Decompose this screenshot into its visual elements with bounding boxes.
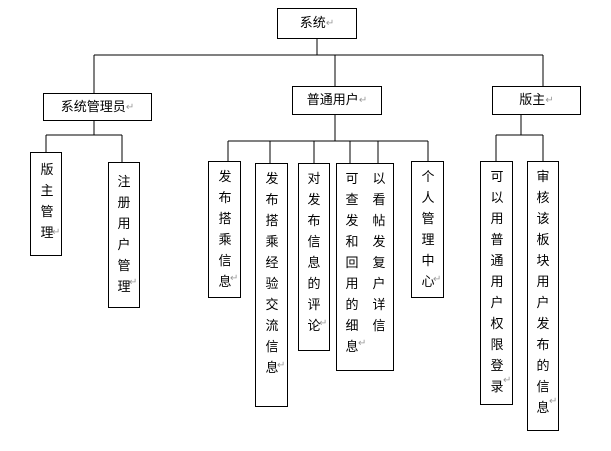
- leaf-personal-center: 个人管理中心 ↵: [411, 161, 444, 298]
- moderator-node: 版主↵: [492, 86, 581, 115]
- leaf-label: 对发布信息的评论: [307, 172, 321, 334]
- paragraph-mark: ↵: [125, 101, 135, 113]
- leaf-label-col1: 可查发和回用的细息: [345, 172, 359, 355]
- root-node: 系统↵: [277, 8, 357, 39]
- leaf-review-posts: 审核该板块用户发布的信息 ↵: [527, 161, 559, 431]
- leaf-moderator-management: 版主管理 ↵: [30, 152, 62, 256]
- leaf-label-col2: 以看帖发复户详信: [372, 172, 386, 334]
- leaf-label: 可以用普通用户权限登录: [490, 170, 504, 395]
- moderator-label: 版主: [519, 93, 546, 108]
- paragraph-mark: ↵: [358, 95, 368, 106]
- leaf-label: 注册用户管理: [117, 175, 131, 295]
- paragraph-mark: ↵: [433, 274, 442, 285]
- paragraph-mark: ↵: [52, 227, 61, 238]
- leaf-label: 个人管理中心: [421, 170, 435, 290]
- leaf-label: 发布搭乘信息: [218, 170, 232, 290]
- paragraph-mark: ↵: [503, 375, 512, 386]
- leaf-registered-user-management: 注册用户管理 ↵: [108, 162, 140, 308]
- admin-node: 系统管理员↵: [43, 93, 152, 121]
- user-label: 普通用户: [306, 93, 359, 108]
- paragraph-mark: ↵: [277, 360, 286, 371]
- paragraph-mark: ↵: [545, 95, 554, 106]
- paragraph-mark: ↵: [129, 277, 138, 288]
- paragraph-mark: ↵: [230, 273, 239, 284]
- leaf-label: 审核该板块用户发布的信息: [536, 170, 550, 416]
- leaf-publish-experience-info: 发布搭乘经验交流信息 ↵: [255, 163, 288, 407]
- leaf-view-and-reply-details: 可查发和回用的细息 以看帖发复户详信 ↵: [336, 163, 394, 371]
- leaf-publish-ride-info: 发布搭乘信息 ↵: [208, 161, 241, 298]
- leaf-label: 版主管理: [40, 163, 54, 241]
- user-node: 普通用户↵: [292, 86, 382, 115]
- paragraph-mark: ↵: [325, 18, 335, 29]
- paragraph-mark: ↵: [358, 338, 367, 349]
- leaf-login-with-user-permission: 可以用普通用户权限登录 ↵: [480, 161, 513, 405]
- paragraph-mark: ↵: [549, 396, 558, 407]
- paragraph-mark: ↵: [319, 318, 328, 329]
- admin-label: 系统管理员: [60, 99, 126, 115]
- leaf-comment-on-info: 对发布信息的评论 ↵: [298, 163, 330, 351]
- root-label: 系统: [299, 16, 326, 31]
- leaf-label: 发布搭乘经验交流信息: [265, 172, 279, 376]
